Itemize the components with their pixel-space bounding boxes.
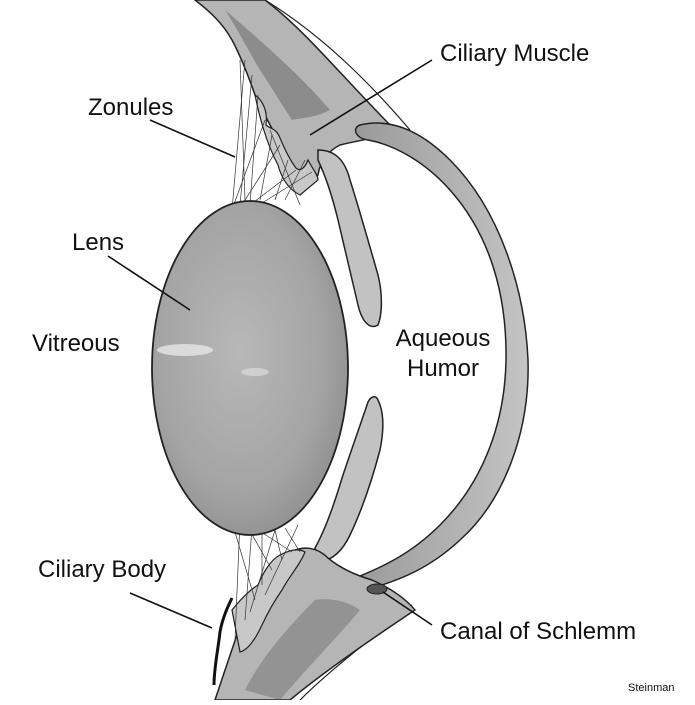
label-vitreous: Vitreous (32, 330, 120, 357)
upper-ciliary-dark (225, 10, 330, 120)
lens-shape (151, 200, 349, 536)
upper-iris (317, 149, 383, 328)
leader-lines (107, 59, 433, 629)
upper-zonule-fibers (229, 59, 313, 216)
label-canal-of-schlemm: Canal of Schlemm (440, 618, 637, 645)
artist-signature: Steinman (628, 682, 675, 694)
label-lens: Lens (72, 229, 125, 256)
label-humor: Humor (406, 355, 479, 382)
label-ciliary-muscle: Ciliary Muscle (440, 40, 590, 67)
label-aqueous: Aqueous (395, 325, 491, 352)
ciliary-body-bracket (212, 597, 234, 686)
lower-ciliary-dark (245, 599, 360, 700)
canal-of-schlemm-shape (366, 583, 388, 595)
label-zonules: Zonules (88, 94, 174, 121)
lens-highlight (157, 344, 213, 356)
label-ciliary-body: Ciliary Body (38, 556, 167, 583)
sclera-outer-line (264, 0, 411, 131)
lens-highlight-2 (241, 368, 269, 376)
upper-ciliary-processes (254, 93, 319, 196)
